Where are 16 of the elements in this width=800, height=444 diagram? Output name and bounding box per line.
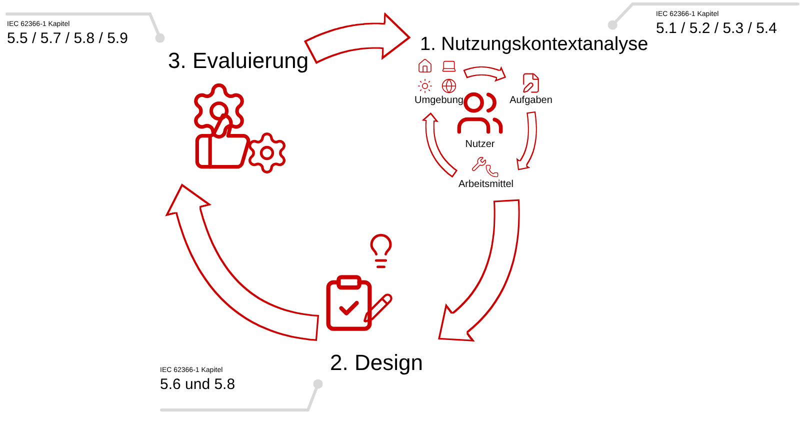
leader-line <box>6 12 165 43</box>
node-label: Aufgaben <box>510 95 552 107</box>
chapter-numbers: 5.1 / 5.2 / 5.3 / 5.4 <box>656 19 778 39</box>
node-label: Nutzer <box>465 139 495 151</box>
stage-title: 2. Design <box>330 349 423 377</box>
stage-title: 1. Nutzungskontextanalyse <box>420 33 648 57</box>
leader-line <box>608 2 800 30</box>
node-label: Umgebung <box>414 95 464 107</box>
stage-title: 3. Evaluierung <box>168 47 309 75</box>
chapter-numbers: 5.6 und 5.8 <box>160 375 236 395</box>
leader-line <box>160 379 323 412</box>
node-label: Arbeitsmittel <box>458 179 514 191</box>
chapter-numbers: 5.5 / 5.7 / 5.8 / 5.9 <box>7 29 129 49</box>
block-arrow <box>461 66 506 82</box>
block-arrow <box>516 108 537 170</box>
block-arrow <box>422 112 458 178</box>
